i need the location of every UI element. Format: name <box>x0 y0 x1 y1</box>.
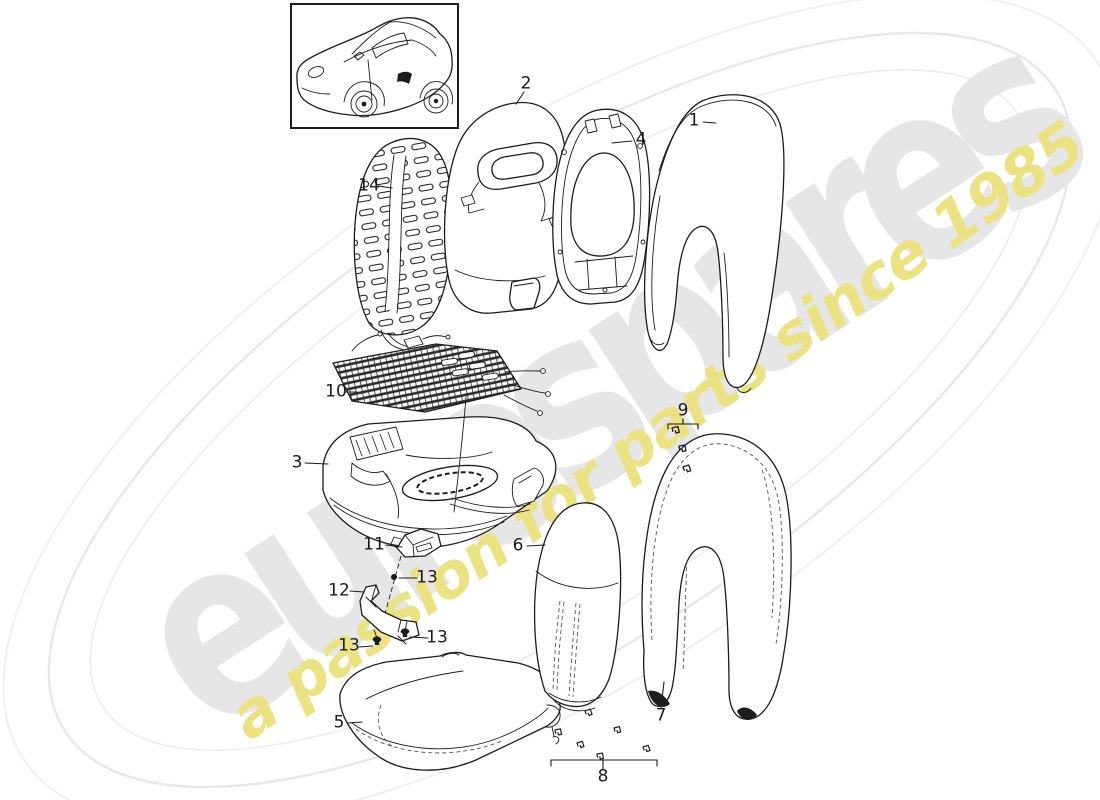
callout-part-5[interactable]: 5 <box>333 712 345 733</box>
part-backrest-cover-7 <box>641 433 792 720</box>
callout-part-13a[interactable]: 13 <box>416 567 438 588</box>
callout-part-12[interactable]: 12 <box>328 580 350 601</box>
part-clips-8 <box>554 708 651 761</box>
part-screws-13 <box>372 574 410 645</box>
callout-part-13b[interactable]: 13 <box>426 627 448 648</box>
callout-leader-lines <box>304 91 717 770</box>
callout-part-10[interactable]: 10 <box>325 381 347 402</box>
assembly-line <box>380 555 402 629</box>
callout-part-6[interactable]: 6 <box>512 535 524 556</box>
part-bracket-11 <box>390 528 442 558</box>
callout-part-9[interactable]: 9 <box>677 400 689 421</box>
part-backrest-panel-2 <box>443 101 569 314</box>
heater-cable <box>453 396 467 513</box>
callout-part-14[interactable]: 14 <box>358 175 380 196</box>
callout-part-1[interactable]: 1 <box>688 110 700 131</box>
callout-part-11[interactable]: 11 <box>363 534 385 555</box>
callout-part-2[interactable]: 2 <box>520 73 532 94</box>
part-backrest-shell-1 <box>644 94 785 393</box>
part-cushion-cover-5 <box>339 651 561 771</box>
part-bracket-12 <box>359 584 420 645</box>
callout-part-7[interactable]: 7 <box>655 705 667 726</box>
callout-part-3[interactable]: 3 <box>291 452 303 473</box>
part-backrest-cover-6 <box>533 502 622 712</box>
callout-part-8[interactable]: 8 <box>597 766 609 787</box>
part-seat-cushion-3 <box>322 416 557 549</box>
callout-part-13c[interactable]: 13 <box>338 635 360 656</box>
part-vent-panel-14 <box>353 137 453 366</box>
callout-part-4[interactable]: 4 <box>635 129 647 150</box>
part-heater-mat-10 <box>332 331 551 416</box>
part-backrest-frame-4 <box>552 108 651 305</box>
vehicle-thumbnail <box>290 3 459 129</box>
